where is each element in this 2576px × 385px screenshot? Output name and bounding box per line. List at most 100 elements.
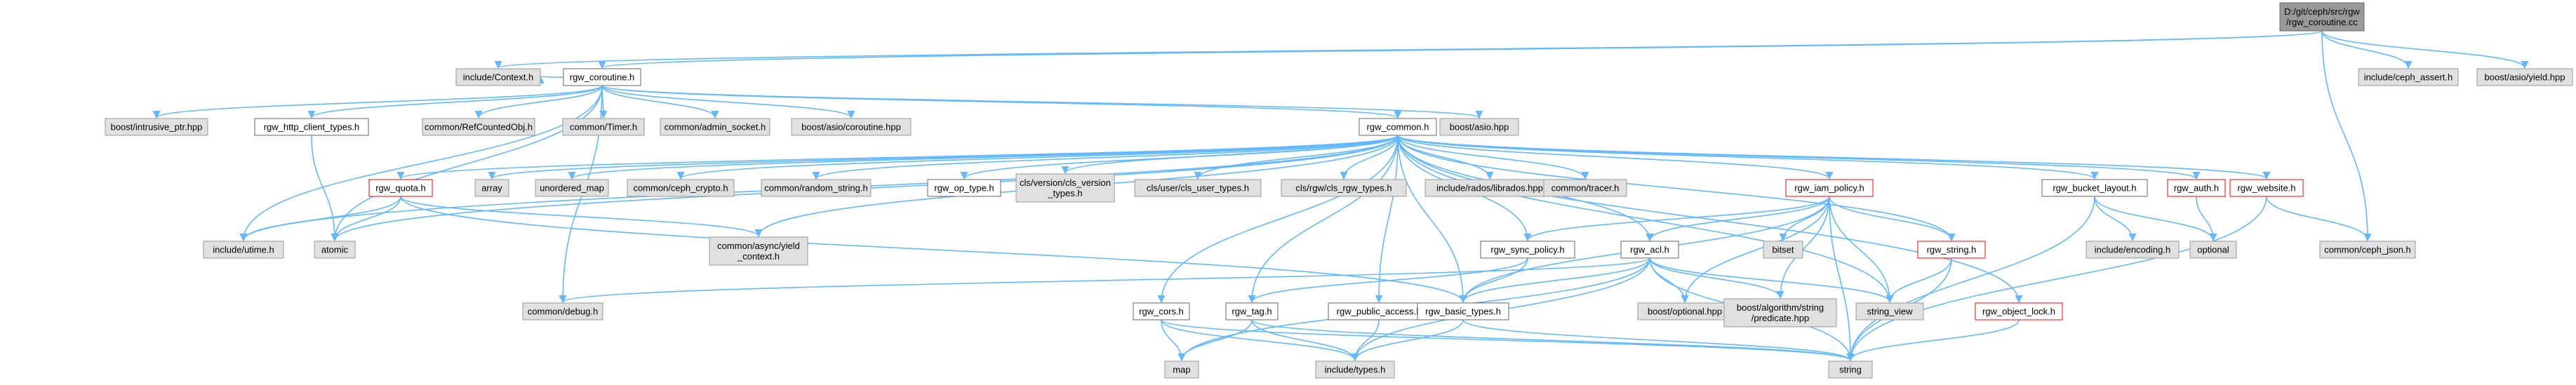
node-box: [2358, 68, 2459, 86]
include-edge-rgw_common-to-rgw_quota: [396, 135, 1399, 180]
node-common-timer: common/Timer.h: [562, 118, 645, 136]
include-edge-rgw_iam_policy-to-rgw_string: [1829, 196, 1956, 242]
node-rgw-bucket-layout[interactable]: rgw_bucket_layout.h: [2041, 179, 2148, 197]
edge-line: [1829, 196, 1855, 362]
node-label: common/RefCountedObj.h: [425, 122, 533, 133]
node-rgw-op-type[interactable]: rgw_op_type.h: [927, 179, 1001, 197]
node-map: map: [1164, 360, 1199, 379]
node-label: rgw_iam_policy.h: [1794, 183, 1864, 194]
node-rgw-coroutine[interactable]: rgw_coroutine.h: [563, 68, 641, 86]
node-label: D:/git/ceph/src/rgw: [2284, 6, 2360, 17]
include-edge-root-to-rgw_coroutine: [599, 30, 2323, 69]
include-edge-rgw_iam_policy-to-boost_optional: [1681, 196, 1830, 304]
node-include-ceph-assert: include/ceph_assert.h: [2358, 68, 2459, 86]
node-bitset: bitset: [1763, 241, 1803, 259]
edge-line: [601, 85, 1402, 119]
edge-line: [1248, 135, 1399, 304]
include-edge-rgw_common-to-rgw_cors: [1157, 135, 1399, 304]
edge-line: [1397, 135, 1834, 180]
edge-line: [331, 85, 603, 242]
include-edge-rgw_iam_policy-to-rgw_acl: [1646, 196, 1830, 242]
node-label: rgw_string.h: [1927, 245, 1977, 255]
include-edge-rgw_cors-to-map: [1161, 319, 1186, 362]
node-rgw-acl[interactable]: rgw_acl.h: [1620, 241, 1679, 259]
node-box: [1225, 302, 1279, 320]
include-edge-rgw_acl-to-boost_algorithm_string_predicate: [1649, 257, 1784, 299]
node-rgw-http-client-types[interactable]: rgw_http_client_types.h: [254, 118, 369, 136]
node-rgw-quota[interactable]: rgw_quota.h: [368, 179, 433, 197]
edge-line: [601, 85, 1483, 119]
edge-line: [2321, 30, 2372, 242]
include-edge-rgw_quota-to-atomic: [331, 196, 401, 242]
node-rgw-cors[interactable]: rgw_cors.h: [1133, 302, 1190, 320]
node-rgw-website[interactable]: rgw_website.h: [2229, 179, 2304, 197]
node-label: common/async/yield: [717, 241, 800, 251]
include-edge-rgw_coroutine-to-include_utime: [239, 85, 603, 242]
node-box: [562, 118, 645, 136]
node-label: _types.h: [1047, 188, 1082, 198]
node-rgw-common[interactable]: rgw_common.h: [1359, 118, 1437, 136]
node-box: [1134, 179, 1262, 197]
node-label: rgw_website.h: [2237, 183, 2295, 194]
node-box: [1723, 298, 1837, 327]
include-edge-rgw_common-to-rgw_website: [1397, 135, 2271, 180]
edge-line: [1846, 196, 2095, 362]
edge-line: [599, 30, 2323, 69]
node-label: boost/optional.hpp: [1648, 306, 1722, 317]
node-rgw-object-lock[interactable]: rgw_object_lock.h: [1975, 302, 2063, 320]
node-common-refcountedobj: common/RefCountedObj.h: [422, 118, 535, 136]
include-edge-rgw_common-to-common_random_string: [812, 135, 1399, 180]
node-box: [2189, 241, 2237, 259]
node-include-context: include/Context.h: [455, 68, 541, 86]
edge-line: [2321, 30, 2413, 69]
include-edge-rgw_coroutine-to-boost_asio: [601, 85, 1483, 119]
edge-line: [1375, 135, 1399, 304]
node-root[interactable]: D:/git/ceph/src/rgw/rgw_coroutine.cc: [2279, 2, 2365, 32]
include-edge-rgw_quota-to-common_async_yield_context: [400, 196, 763, 238]
include-edge-rgw_coroutine-to-rgw_common: [601, 85, 1402, 119]
node-label: unordered_map: [540, 183, 604, 194]
edge-line: [1397, 135, 2201, 180]
node-box: [1424, 179, 1555, 197]
node-common-ceph-crypto: common/ceph_crypto.h: [627, 179, 735, 197]
node-rgw-string[interactable]: rgw_string.h: [1917, 241, 1986, 259]
edge-line: [311, 135, 339, 242]
node-label: rgw_http_client_types.h: [264, 122, 360, 133]
node-box: [1637, 302, 1733, 320]
edge-line: [1886, 257, 1952, 304]
node-label: optional: [2197, 245, 2229, 255]
edge-line: [1340, 135, 1399, 180]
edge-line: [1177, 319, 1253, 362]
node-rgw-iam-policy[interactable]: rgw_iam_policy.h: [1785, 179, 1874, 197]
node-box: [474, 179, 509, 197]
node-box: [1855, 302, 1924, 320]
node-box: [1439, 118, 1519, 136]
node-label: common/debug.h: [528, 306, 598, 317]
node-label: rgw_object_lock.h: [1982, 306, 2055, 317]
edge-line: [1397, 135, 1467, 304]
include-edge-rgw_acl-to-string_view: [1649, 257, 1894, 304]
edge-line: [1846, 319, 2020, 362]
node-rgw-auth[interactable]: rgw_auth.h: [2167, 179, 2226, 197]
edge-line: [239, 85, 603, 242]
edge-line: [331, 196, 401, 242]
include-edge-rgw_acl-to-rgw_basic_types: [1459, 257, 1650, 304]
node-box: [927, 179, 1001, 197]
node-rgw-tag[interactable]: rgw_tag.h: [1225, 302, 1279, 320]
node-box: [791, 118, 912, 136]
include-edge-rgw_http_client_types-to-atomic: [311, 135, 339, 242]
node-label: rgw_basic_types.h: [1425, 306, 1501, 317]
node-box: [1417, 302, 1509, 320]
include-edge-rgw_common-to-cls_rgw_types: [1340, 135, 1399, 180]
node-rgw-sync-policy[interactable]: rgw_sync_policy.h: [1480, 241, 1575, 259]
edge-line: [2321, 30, 2529, 69]
node-rgw-basic-types[interactable]: rgw_basic_types.h: [1417, 302, 1509, 320]
node-label: cls/version/cls_version: [1020, 177, 1111, 188]
node-boost-asio-yield: boost/asio/yield.hpp: [2476, 68, 2573, 86]
edge-line: [2094, 196, 2137, 242]
node-rgw-public-access[interactable]: rgw_public_access.h: [1328, 302, 1430, 320]
edge-line: [536, 75, 564, 84]
node-cls-rgw-types: cls/rgw/cls_rgw_types.h: [1281, 179, 1407, 197]
node-label: rgw_tag.h: [1232, 306, 1272, 317]
